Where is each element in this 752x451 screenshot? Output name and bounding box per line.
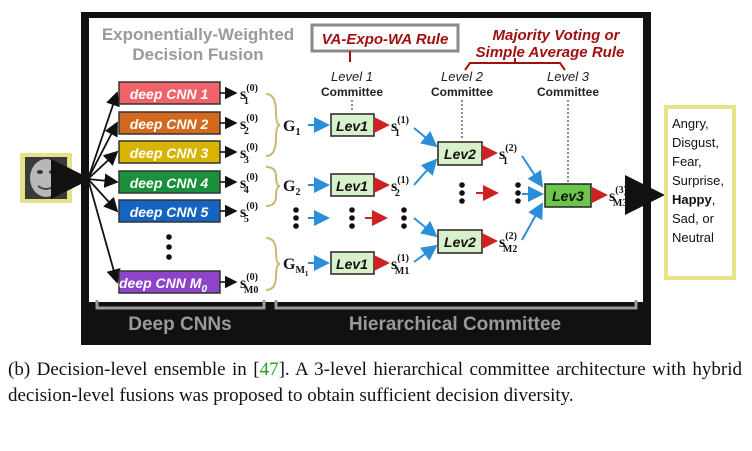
level3-label: Level 3 — [547, 69, 590, 84]
emotion-angry: Angry, — [672, 116, 709, 131]
emotions-list: Angry, Disgust, Fear, Surprise, Happy, S… — [672, 116, 724, 245]
level3-committee: Committee — [537, 85, 599, 99]
lev2-nodes: Lev2 Lev2 — [437, 141, 483, 254]
cnn-label-3: deep CNN 3 — [130, 145, 209, 161]
lev1-input-arrows — [308, 117, 330, 271]
voting-bracket — [464, 58, 566, 71]
caption-suffix: ]. A 3-level hierarchical committee arch… — [8, 359, 743, 406]
cnn-label-1: deep CNN 1 — [130, 86, 209, 102]
footer-brackets — [95, 300, 638, 310]
cnn-label-2: deep CNN 2 — [130, 116, 209, 132]
emotions-panel — [668, 109, 732, 276]
caption-reference-link[interactable]: 47 — [259, 359, 279, 380]
voting-rule-line2: Simple Average Rule — [476, 44, 625, 61]
emotion-happy: Happy, — [672, 192, 715, 207]
cnn-ellipsis — [166, 234, 172, 260]
lev2-label-1: Lev2 — [444, 146, 476, 162]
lev1-label-2: Lev1 — [336, 178, 368, 194]
emotion-fear: Fear, — [672, 154, 702, 169]
lev1-label-1: Lev1 — [336, 118, 368, 134]
group-braces — [265, 93, 281, 291]
level1-committee: Committee — [321, 85, 383, 99]
footer-hierarchical-committee: Hierarchical Committee — [349, 314, 561, 335]
cnn-stack: deep CNN 1 deep CNN 2 deep CNN 3 deep CN… — [118, 81, 221, 295]
lev3-input-arrows — [521, 155, 544, 241]
caption-prefix: (b) Decision-level ensemble in [ — [8, 359, 260, 380]
emotion-sad: Sad, or — [672, 211, 715, 226]
emotion-disgust: Disgust, — [672, 135, 719, 150]
level2-committee: Committee — [431, 85, 493, 99]
level1-label: Level 1 — [331, 69, 373, 84]
footer-deep-cnns: Deep CNNs — [128, 314, 231, 335]
fanout-arrows — [87, 91, 121, 284]
emotion-neutral: Neutral — [672, 230, 714, 245]
va-expo-wa-rule-box — [310, 23, 460, 53]
lev1-label-m1: Lev1 — [336, 256, 368, 272]
middle-dots — [293, 182, 521, 229]
lev3-label: Lev3 — [552, 188, 584, 204]
lev2-input-arrows — [413, 127, 438, 263]
ensemble-diagram: Exponentially-Weighted Decision Fusion V… — [20, 12, 736, 345]
figure-caption: (b) Decision-level ensemble in [47]. A 3… — [8, 357, 742, 409]
va-expo-wa-rule-label: VA-Expo-WA Rule — [322, 31, 449, 48]
emotion-surprise: Surprise, — [672, 173, 724, 188]
cnn-label-m0: deep CNN M0 — [119, 275, 207, 295]
voting-rule-line1: Majority Voting or — [493, 27, 621, 44]
lev1-output-arrows — [374, 117, 390, 271]
lev2-output-arrows — [482, 145, 498, 249]
cnn-output-arrows — [220, 86, 238, 289]
level2-label: Level 2 — [441, 69, 484, 84]
lev1-nodes: Lev1 Lev1 Lev1 — [330, 113, 375, 275]
fusion-title-line1: Exponentially-Weighted — [102, 25, 294, 44]
cnn-label-4: deep CNN 4 — [130, 175, 209, 191]
input-face-image — [25, 157, 67, 199]
fusion-title-line2: Decision Fusion — [132, 45, 263, 64]
cnn-label-5: deep CNN 5 — [130, 204, 209, 220]
lev2-label-m2: Lev2 — [444, 234, 476, 250]
